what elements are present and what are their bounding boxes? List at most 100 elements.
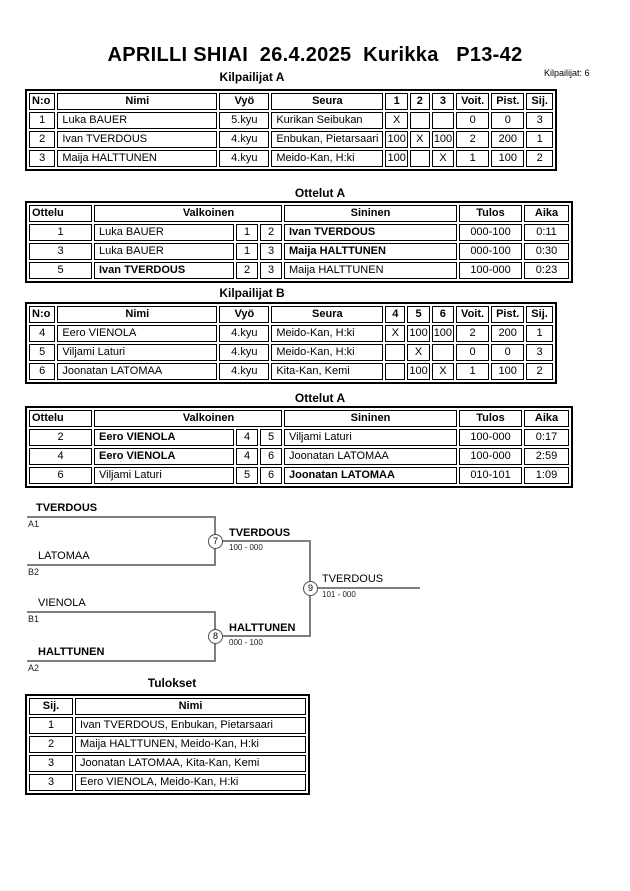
cell-name: Eero VIENOLA, Meido-Kan, H:ki xyxy=(75,774,306,791)
cell-name: Ivan TVERDOUS xyxy=(57,131,218,148)
cell-white-name: Luka BAUER xyxy=(94,243,234,260)
bracket-competitor-label: HALTTUNEN xyxy=(38,646,105,658)
cell-white-no: 5 xyxy=(236,467,258,484)
cell-points: 0 xyxy=(491,112,525,129)
cell-white-name: Viljami Laturi xyxy=(94,467,234,484)
header-match: Ottelu xyxy=(29,410,92,427)
cell-wins: 0 xyxy=(456,344,490,361)
cell-cross-1: X xyxy=(385,112,408,129)
bracket-seed-label: B2 xyxy=(28,567,40,577)
cell-time: 0:23 xyxy=(524,262,569,279)
cell-wins: 0 xyxy=(456,112,490,129)
cell-club: Meido-Kan, H:ki xyxy=(271,325,384,342)
cell-white-no: 4 xyxy=(236,429,258,446)
cell-blue-no: 6 xyxy=(260,448,282,465)
table-header-row: Ottelu Valkoinen Sininen Tulos Aika xyxy=(29,205,569,222)
cell-cross-3: 100 xyxy=(431,131,455,148)
cell-belt: 5.kyu xyxy=(219,112,270,129)
header-no: N:o xyxy=(29,93,56,110)
header-time: Aika xyxy=(524,410,569,427)
cell-time: 0:11 xyxy=(524,224,569,241)
cell-club: Kurikan Seibukan xyxy=(271,112,384,129)
cell-match-no: 6 xyxy=(29,467,92,484)
cell-white-name: Ivan TVERDOUS xyxy=(94,262,234,279)
matches-a-table: Ottelu Valkoinen Sininen Tulos Aika 1 Lu… xyxy=(25,201,573,283)
header-result: Tulos xyxy=(459,205,522,222)
cell-white-no: 2 xyxy=(236,262,258,279)
cell-white-name: Eero VIENOLA xyxy=(94,429,234,446)
cell-match-no: 3 xyxy=(29,243,92,260)
cell-white-no: 1 xyxy=(236,224,258,241)
cell-time: 0:30 xyxy=(524,243,569,260)
cell-points: 200 xyxy=(491,325,525,342)
results-table: Sij. Nimi 1 Ivan TVERDOUS, Enbukan, Piet… xyxy=(25,694,310,795)
table-row: 1 Ivan TVERDOUS, Enbukan, Pietarsaari xyxy=(29,717,306,734)
cell-no: 6 xyxy=(29,363,56,380)
cell-wins: 1 xyxy=(456,363,490,380)
header-match-4: 4 xyxy=(385,306,406,323)
table-row: 6 Joonatan LATOMAA 4.kyu Kita-Kan, Kemi … xyxy=(29,363,553,380)
cell-points: 100 xyxy=(491,363,525,380)
header-white: Valkoinen xyxy=(94,410,282,427)
cell-match-no: 5 xyxy=(29,262,92,279)
cell-belt: 4.kyu xyxy=(219,344,270,361)
cell-cross-2 xyxy=(409,150,430,167)
header-match: Ottelu xyxy=(29,205,92,222)
cell-place: 1 xyxy=(526,131,553,148)
bracket-line xyxy=(216,540,311,542)
table-row: 3 Eero VIENOLA, Meido-Kan, H:ki xyxy=(29,774,306,791)
bracket-competitor-label: LATOMAA xyxy=(38,550,90,562)
cell-result: 000-100 xyxy=(459,243,522,260)
bracket-seed-label: B1 xyxy=(28,614,40,624)
header-name: Nimi xyxy=(57,93,218,110)
results-title: Tulokset xyxy=(147,676,197,690)
page-title: APRILLI SHIAI 26.4.2025 Kurikka P13-42 xyxy=(107,44,523,66)
cell-name: Eero VIENOLA xyxy=(57,325,218,342)
cell-place: 3 xyxy=(526,344,553,361)
cell-belt: 4.kyu xyxy=(219,363,270,380)
cell-name: Maija HALTTUNEN, Meido-Kan, H:ki xyxy=(75,736,306,753)
cell-no: 4 xyxy=(29,325,56,342)
cell-place: 3 xyxy=(29,755,73,772)
cell-cross-3 xyxy=(431,112,455,129)
bracket-line xyxy=(27,611,216,613)
table-header-row: N:o Nimi Vyö Seura 4 5 6 Voit. Pist. Sij… xyxy=(29,306,553,323)
cell-belt: 4.kyu xyxy=(219,131,270,148)
bracket-competitor-label: TVERDOUS xyxy=(36,502,98,514)
table-row: 2 Ivan TVERDOUS 4.kyu Enbukan, Pietarsaa… xyxy=(29,131,553,148)
bracket-line xyxy=(311,587,420,589)
cell-result: 010-101 xyxy=(459,467,522,484)
cell-name: Viljami Laturi xyxy=(57,344,218,361)
cell-cross-4 xyxy=(385,344,406,361)
cell-cross-2 xyxy=(409,112,430,129)
header-points: Pist. xyxy=(491,93,525,110)
pool-a-table: N:o Nimi Vyö Seura 1 2 3 Voit. Pist. Sij… xyxy=(25,89,557,171)
cell-blue-no: 5 xyxy=(260,429,282,446)
cell-cross-4: X xyxy=(385,325,406,342)
table-header-row: Ottelu Valkoinen Sininen Tulos Aika xyxy=(29,410,569,427)
cell-cross-3: X xyxy=(431,150,455,167)
cell-place: 2 xyxy=(526,363,553,380)
cell-belt: 4.kyu xyxy=(219,325,270,342)
cell-blue-no: 3 xyxy=(260,262,282,279)
cell-result: 000-100 xyxy=(459,224,522,241)
cell-name: Maija HALTTUNEN xyxy=(57,150,218,167)
cell-no: 3 xyxy=(29,150,56,167)
cell-club: Meido-Kan, H:ki xyxy=(271,150,384,167)
cell-club: Enbukan, Pietarsaari xyxy=(271,131,384,148)
header-belt: Vyö xyxy=(219,306,270,323)
cell-white-name: Luka BAUER xyxy=(94,224,234,241)
cell-no: 2 xyxy=(29,131,56,148)
cell-time: 0:17 xyxy=(524,429,569,446)
cell-cross-6: 100 xyxy=(431,325,455,342)
bracket-competitor-label: VIENOLA xyxy=(38,597,86,609)
header-place: Sij. xyxy=(526,93,553,110)
table-row: 4 Eero VIENOLA 4 6 Joonatan LATOMAA 100-… xyxy=(29,448,569,465)
cell-result: 100-000 xyxy=(459,262,522,279)
cell-cross-2: X xyxy=(409,131,430,148)
bracket-score-label: 101 - 000 xyxy=(322,590,356,599)
bracket-line xyxy=(27,660,216,662)
table-row: 1 Luka BAUER 1 2 Ivan TVERDOUS 000-100 0… xyxy=(29,224,569,241)
header-match-5: 5 xyxy=(407,306,430,323)
